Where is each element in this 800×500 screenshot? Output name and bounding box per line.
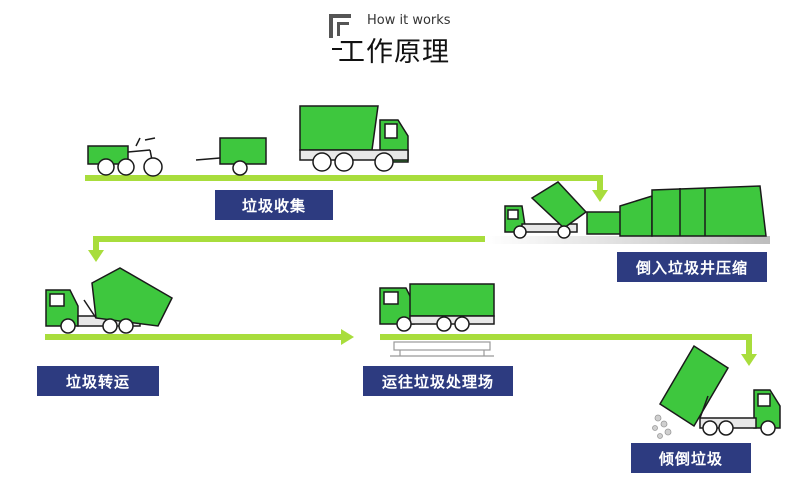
tipping-truck-icon <box>504 181 588 239</box>
stage-label-compress: 倒入垃圾井压缩 <box>617 252 767 282</box>
title-dash-decoration <box>332 48 342 50</box>
container-truck-icon <box>379 283 495 332</box>
flow-line-row1 <box>85 175 608 202</box>
page-title: 工作原理 <box>338 37 450 68</box>
stage-label-dump: 倾倒垃圾 <box>631 443 751 473</box>
stage-label-transport: 运往垃圾处理场 <box>363 366 513 396</box>
title-corner-decoration <box>329 14 351 38</box>
stage-label-collect: 垃圾收集 <box>215 190 333 220</box>
hook-lift-truck-icon <box>45 267 173 334</box>
header: How it works 工作原理 <box>0 0 800 70</box>
flow-line-row3b <box>380 334 757 366</box>
tricycle-icon <box>87 137 163 177</box>
container-platform-icon <box>390 341 494 357</box>
flow-line-row3a <box>45 329 354 345</box>
compressor-station-icon <box>586 185 767 237</box>
subtitle: How it works <box>367 13 451 28</box>
hand-cart-icon <box>195 137 267 176</box>
unloading-truck-icon <box>658 344 781 436</box>
flow-line-row2 <box>88 236 488 262</box>
stage-label-transfer: 垃圾转运 <box>37 366 159 396</box>
dump-truck-icon <box>299 105 409 172</box>
falling-garbage-icon <box>652 414 672 439</box>
ground-strip <box>485 236 770 244</box>
